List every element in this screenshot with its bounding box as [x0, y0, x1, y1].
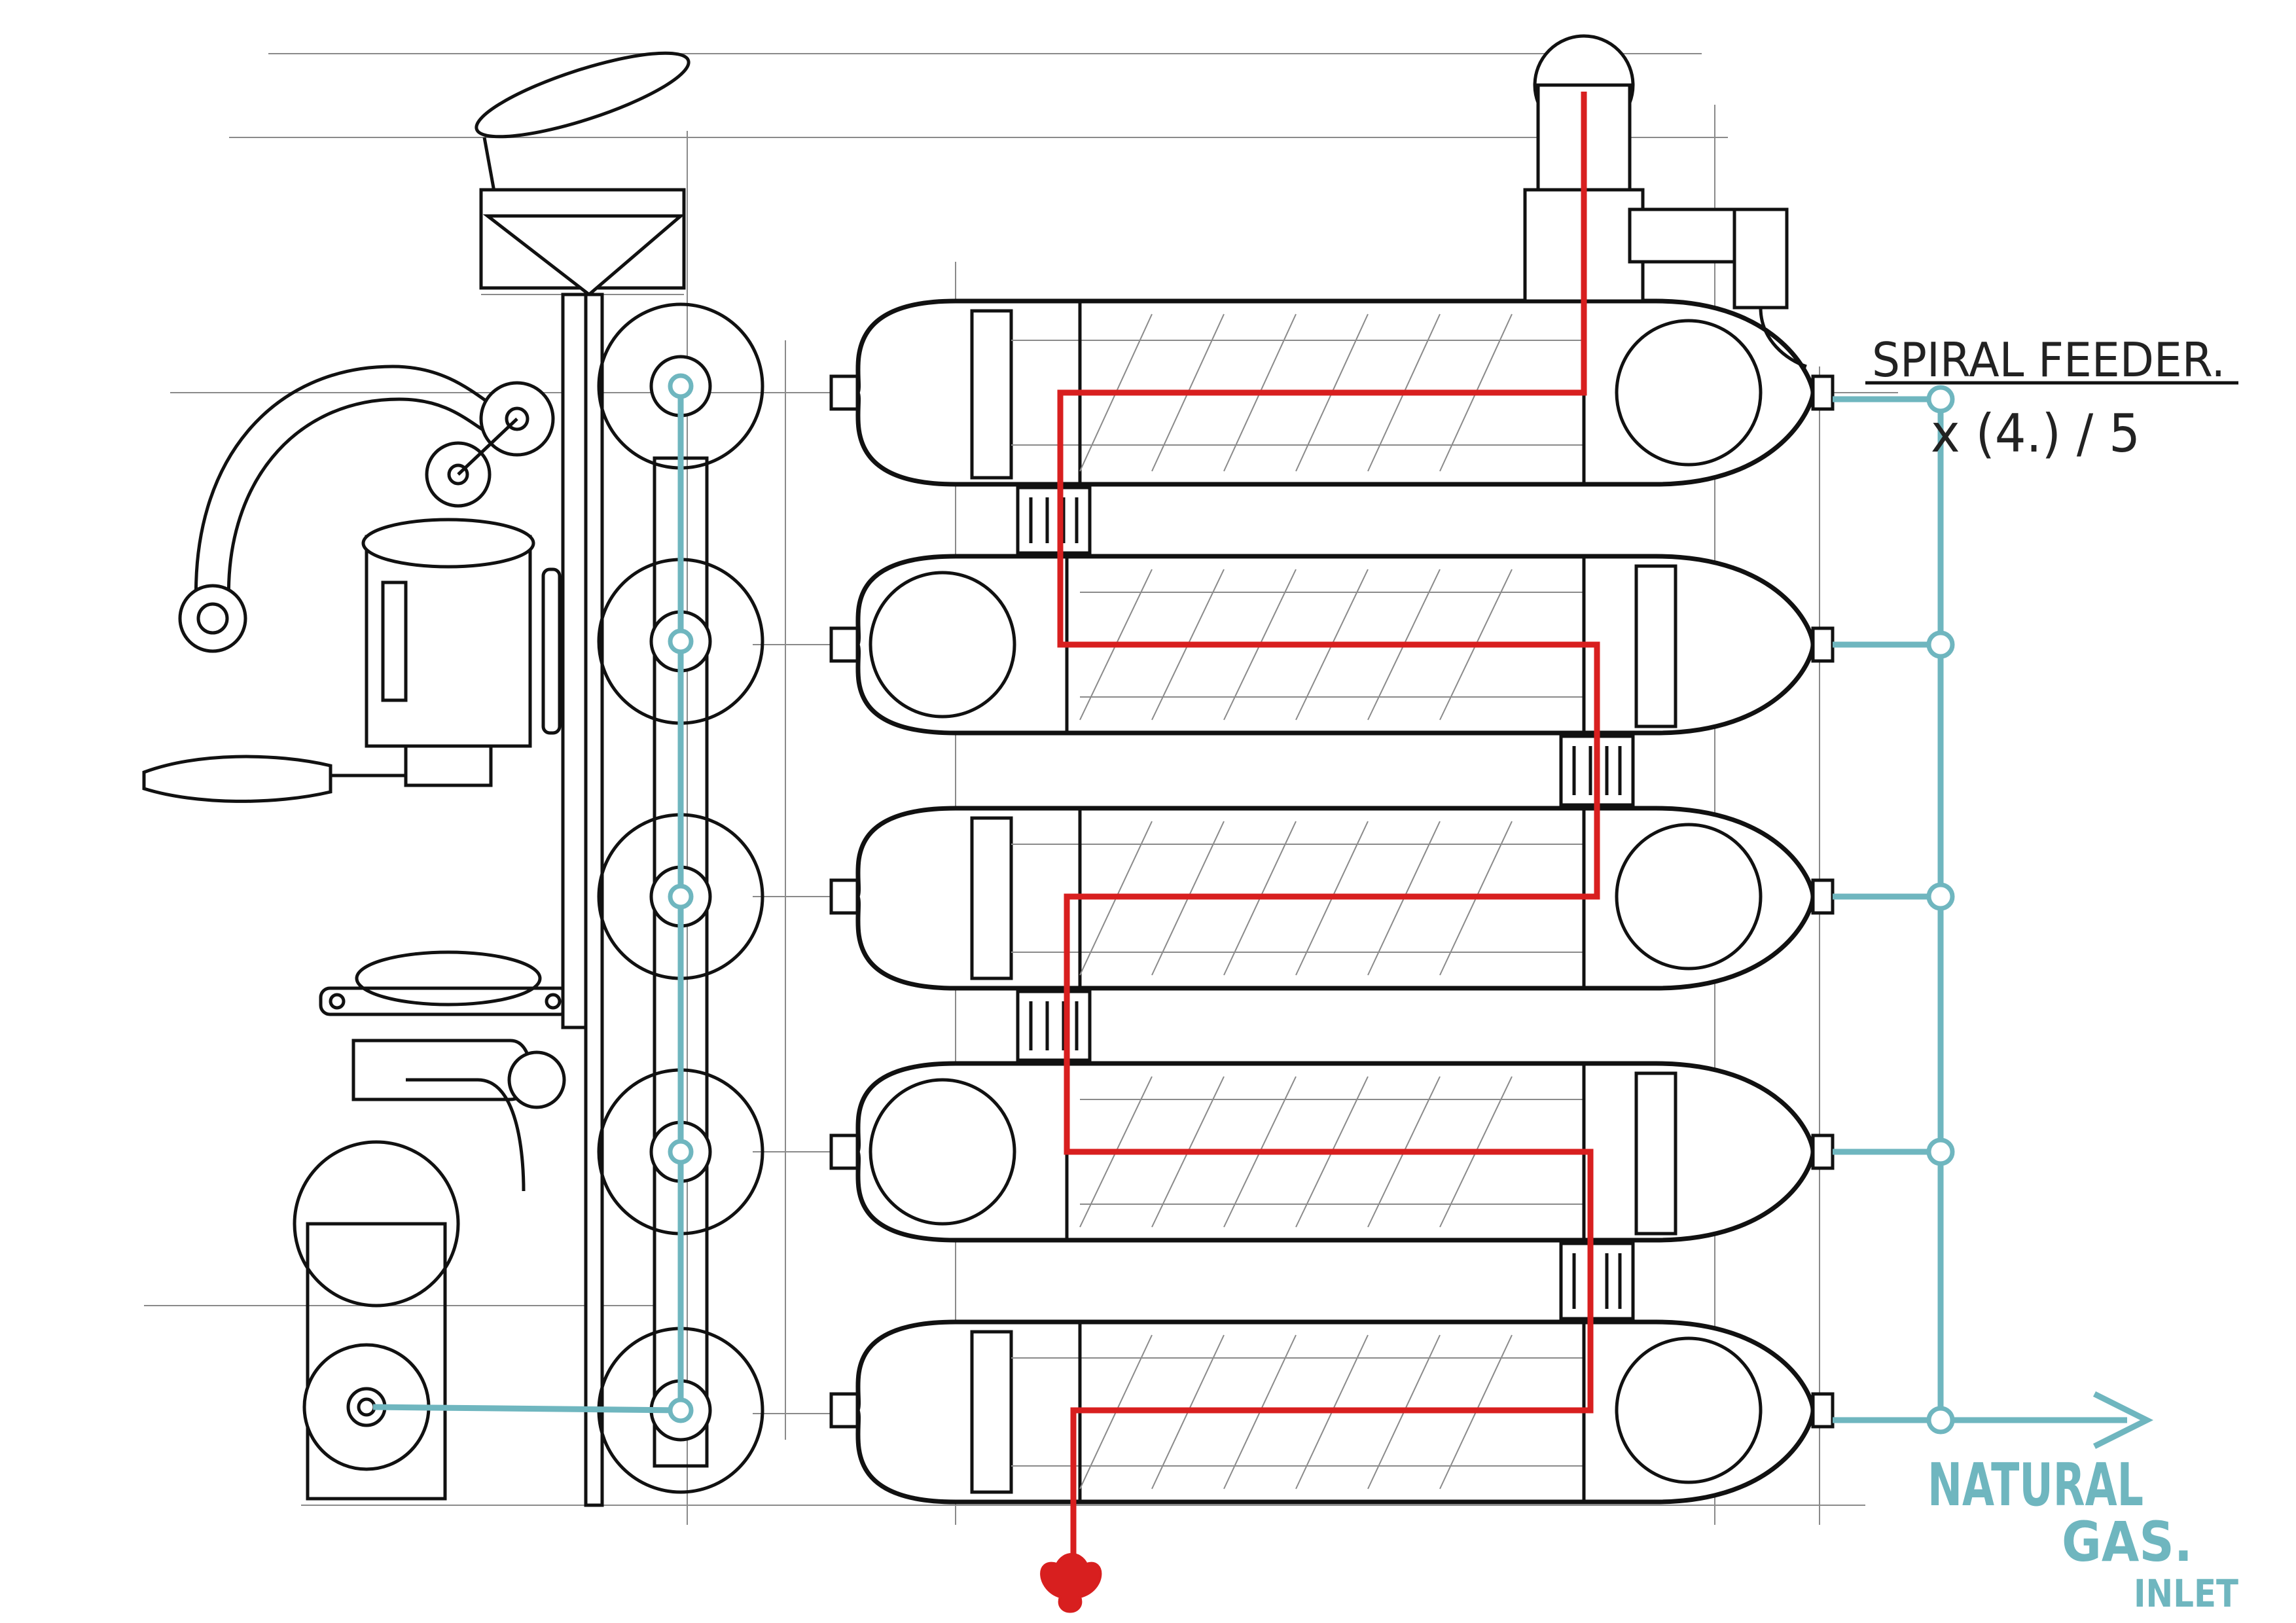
- hopper: [475, 51, 691, 297]
- gas-line-left: [372, 373, 694, 1423]
- chamber-connectors: [1016, 486, 1635, 1321]
- inlet-label-line1: NATURAL: [1928, 1451, 2144, 1520]
- gas-manifold: [1833, 385, 2127, 1435]
- drive-motor: [293, 1039, 566, 1501]
- outlet-arrow: [1040, 1553, 1102, 1613]
- lever-arm: [178, 365, 555, 653]
- process-flow-line: [1057, 92, 1600, 1564]
- inlet-label-line2: GAS.: [2062, 1510, 2193, 1574]
- pump-body: [142, 518, 571, 1016]
- frame: [541, 293, 604, 1507]
- spiral-feeder-label: SPIRAL FEEDER.: [1872, 332, 2225, 387]
- sprocket-column: [597, 302, 764, 1494]
- inlet-label-line3: INLET: [2134, 1571, 2238, 1616]
- quantity-label: x (4.) / 5: [1931, 403, 2140, 464]
- inlet-arrow: [2092, 1391, 2154, 1450]
